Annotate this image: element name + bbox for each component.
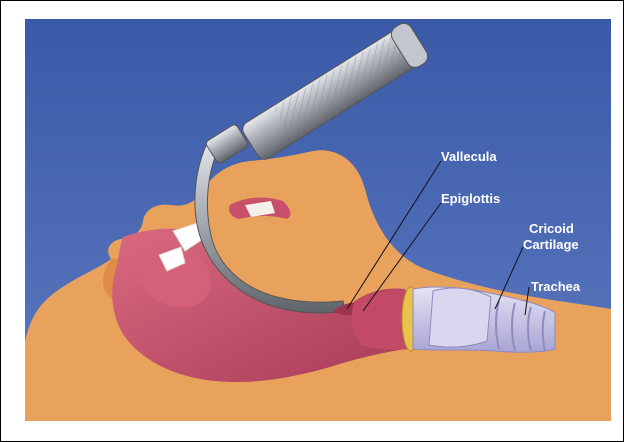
larynx bbox=[352, 290, 409, 349]
label-cricoid-line1: Cricoid bbox=[529, 221, 574, 236]
label-epiglottis: Epiglottis bbox=[441, 191, 500, 206]
label-trachea: Trachea bbox=[531, 279, 581, 294]
laryngoscopy-illustration: Vallecula Epiglottis Cricoid Cartilage T… bbox=[25, 19, 611, 421]
label-vallecula: Vallecula bbox=[441, 149, 497, 164]
label-cricoid-line2: Cartilage bbox=[523, 237, 579, 252]
cricoid-cartilage bbox=[429, 288, 491, 347]
